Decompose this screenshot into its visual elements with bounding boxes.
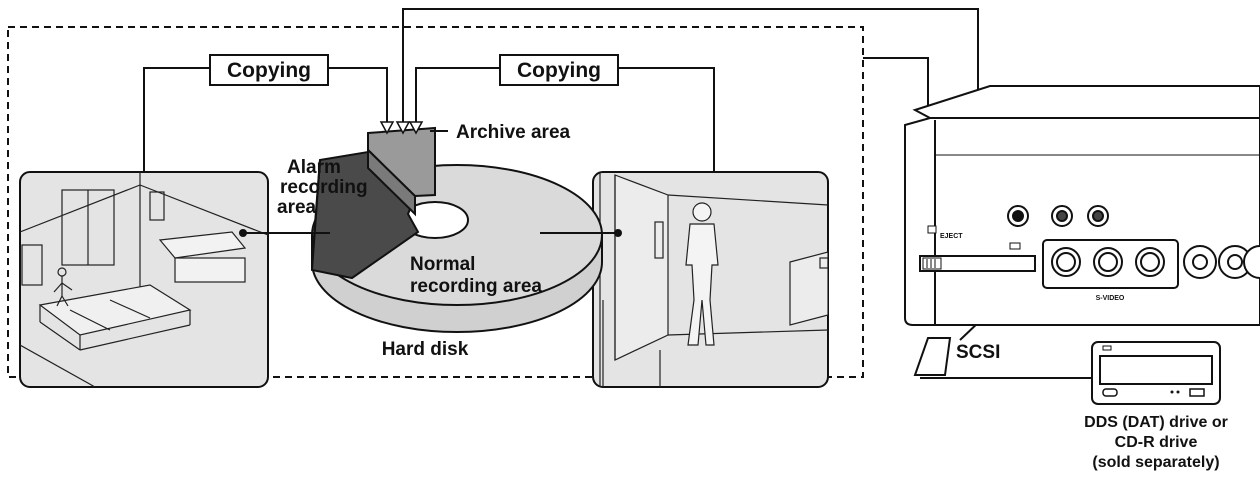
copying-right-box [499,54,619,86]
copying-left-box [209,54,329,86]
scsi-plug [913,337,952,376]
normal-label-line2: recording area [410,276,542,297]
alarm-label-line2: recording [280,177,368,198]
scsi-label: SCSI [956,342,1000,363]
dashed-enclosure [7,26,864,378]
archive-area-block [367,126,436,198]
drive-label-line3: (sold separately) [1092,454,1219,471]
svideo-label: S-VIDEO [1096,295,1125,302]
hard-disk-graphic [310,126,603,333]
alarm-label-line3: area [277,197,317,218]
hard-disk-label: Hard disk [382,339,469,360]
alarm-label-line1: Alarm [287,157,341,178]
alarm-scene-image [19,171,269,388]
normal-scene-image [592,171,829,388]
normal-label-line1: Normal [410,254,475,275]
eject-label: EJECT [940,233,963,240]
recorder-unit [904,85,1260,326]
external-drive [1091,341,1221,405]
drive-label-line2: CD-R drive [1115,434,1198,451]
drive-label-line1: DDS (DAT) drive or [1084,414,1228,431]
copying-left-label: Copying [227,59,311,82]
archive-area-label: Archive area [456,122,571,143]
copying-right-label: Copying [517,59,601,82]
